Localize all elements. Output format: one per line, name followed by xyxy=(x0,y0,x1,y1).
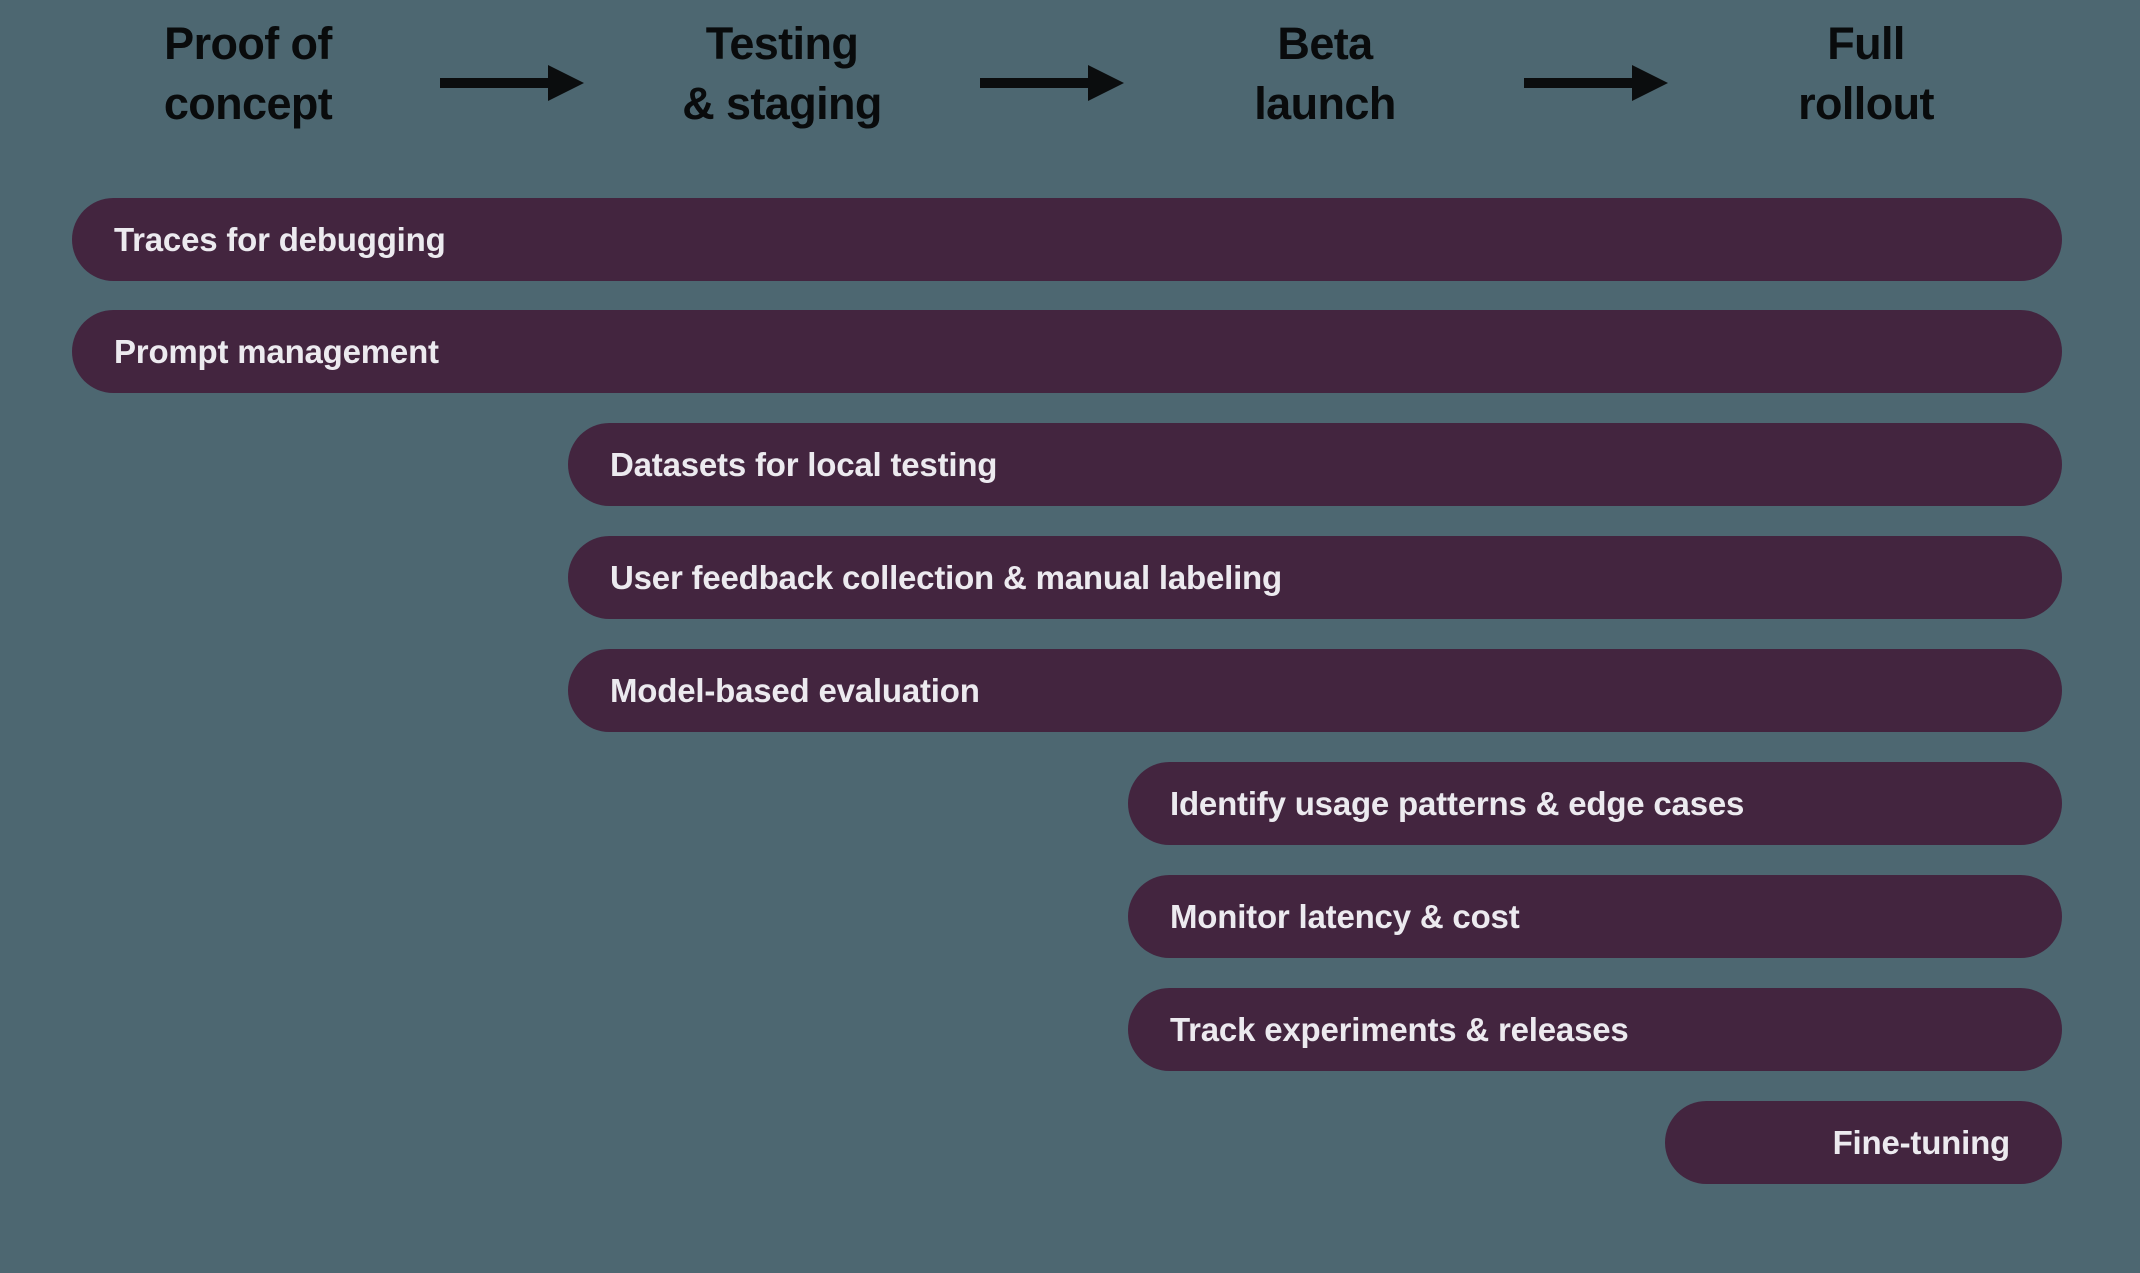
stage-arrow-icon-1 xyxy=(440,60,584,106)
stage-label-full-rollout: Full rollout xyxy=(1798,18,1934,129)
capability-pill-traces-for-debugging[interactable]: Traces for debugging xyxy=(72,198,2062,281)
capability-pill-identify-usage-patterns-edge-cases[interactable]: Identify usage patterns & edge cases xyxy=(1128,762,2062,845)
capability-label: Monitor latency & cost xyxy=(1170,897,1520,935)
stage-label-testing-staging: Testing & staging xyxy=(682,18,882,129)
stage-arrow-icon-2 xyxy=(980,60,1124,106)
stage-header-row: Proof of concept Testing & staging Beta … xyxy=(0,0,2140,150)
capability-label: Model-based evaluation xyxy=(610,671,980,709)
capability-label: Datasets for local testing xyxy=(610,445,998,483)
capability-label: Fine-tuning xyxy=(1832,1123,2011,1161)
stage-label-beta-launch: Beta launch xyxy=(1254,18,1396,129)
capability-pill-monitor-latency-cost[interactable]: Monitor latency & cost xyxy=(1128,875,2062,958)
stage-arrow-icon-3 xyxy=(1524,60,1668,106)
capability-label: Prompt management xyxy=(114,332,439,370)
capability-label: Traces for debugging xyxy=(114,220,446,258)
capability-pill-model-based-evaluation[interactable]: Model-based evaluation xyxy=(568,649,2062,732)
capability-pill-user-feedback-collection-manual-labeling[interactable]: User feedback collection & manual labeli… xyxy=(568,536,2062,619)
capability-pill-fine-tuning[interactable]: Fine-tuning xyxy=(1665,1101,2062,1184)
capability-label: Track experiments & releases xyxy=(1170,1010,1629,1048)
stage-label-proof-of-concept: Proof of concept xyxy=(163,18,333,129)
capability-label: User feedback collection & manual labeli… xyxy=(610,558,1282,596)
capability-pill-prompt-management[interactable]: Prompt management xyxy=(72,310,2062,393)
capability-pill-datasets-for-local-testing[interactable]: Datasets for local testing xyxy=(568,423,2062,506)
capability-pill-track-experiments-releases[interactable]: Track experiments & releases xyxy=(1128,988,2062,1071)
capability-label: Identify usage patterns & edge cases xyxy=(1170,784,1745,822)
